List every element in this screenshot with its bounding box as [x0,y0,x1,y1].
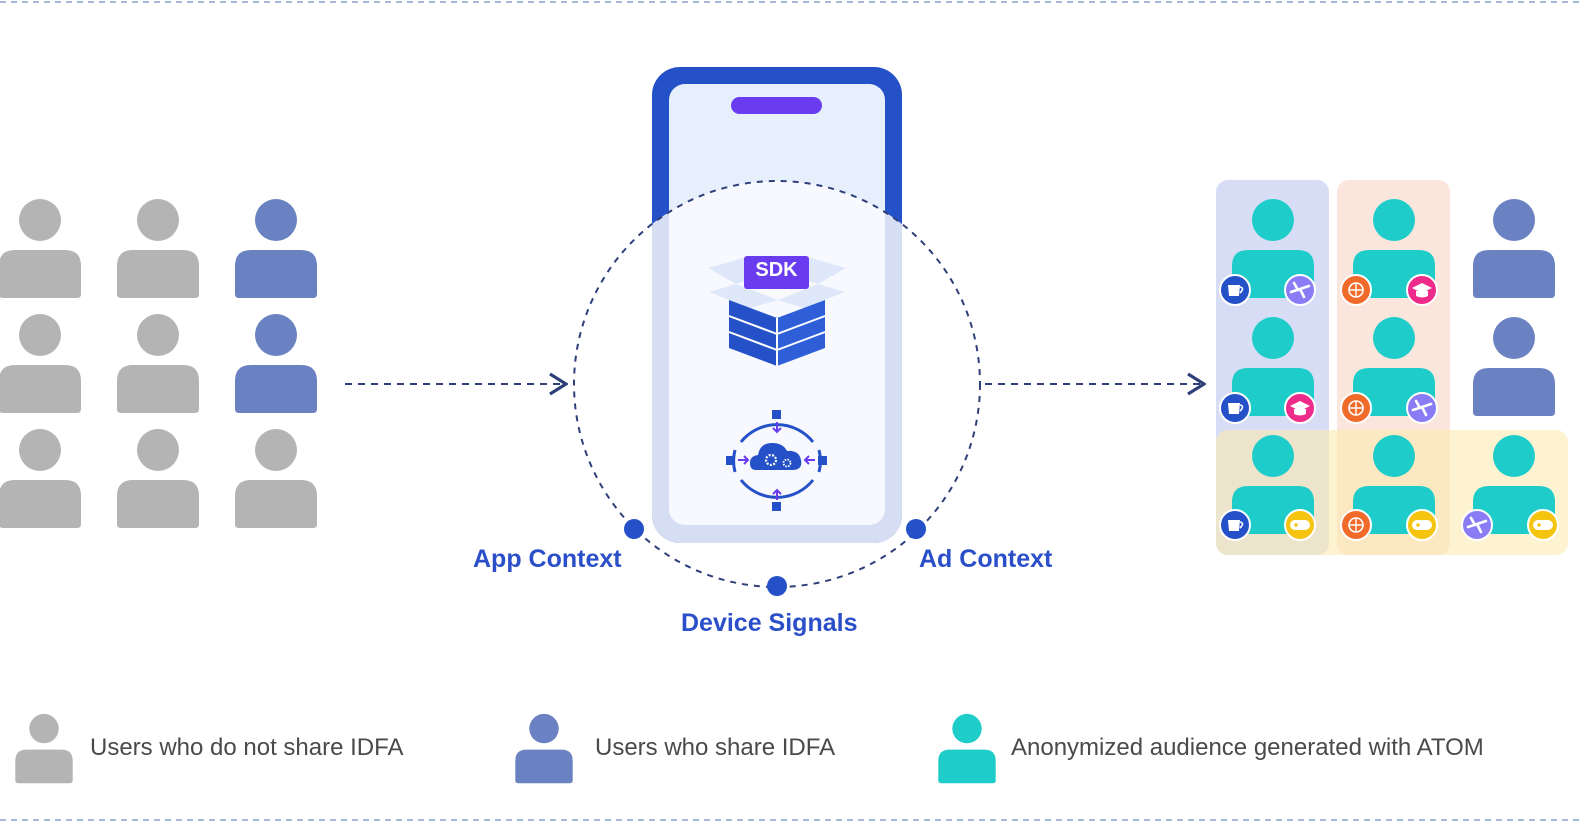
grey-user-icon [235,429,317,528]
graduation-cap-icon [1406,274,1438,306]
coffee-icon [1219,274,1251,306]
sdk-label: SDK [755,259,798,281]
phone-notch [731,97,822,114]
airplane-icon [1406,392,1438,424]
graduation-cap-icon [1284,392,1316,424]
basketball-icon [1340,274,1372,306]
coffee-icon [1219,509,1251,541]
legend-text: Users who share IDFA [595,734,836,761]
blue-user-icon [235,199,317,298]
grey-user-icon [117,429,199,528]
legend-item: Anonymized audience generated with ATOM [920,706,1560,786]
context-circle [573,180,981,588]
blue-user-icon [235,314,317,413]
grey-user-icon [0,199,81,298]
gamepad-icon [1527,509,1559,541]
ad-context-label: Ad Context [919,545,1053,573]
grey-user-icon [0,314,81,413]
legend-item: Users who share IDFA [500,706,900,786]
blue-user-icon [1473,199,1555,298]
grey-user-icon [117,314,199,413]
legend-text: Anonymized audience generated with ATOM [1011,734,1484,761]
left-user-crowd [0,199,317,528]
app-context-label: App Context [473,545,622,573]
airplane-icon [1461,509,1493,541]
grey-user-icon [0,429,81,528]
sdk-box-icon [708,256,846,366]
basketball-icon [1340,392,1372,424]
coffee-icon [1219,392,1251,424]
gamepad-icon [1406,509,1438,541]
legend-item: Users who do not share IDFA [0,706,480,786]
blue-user-icon [1473,317,1555,416]
interest-badges [1219,274,1559,541]
ad-context-node [906,519,926,539]
cloud-processing-icon [726,410,827,511]
legend-text: Users who do not share IDFA [90,734,404,761]
app-context-node [624,519,644,539]
device-signals-label: Device Signals [681,609,858,637]
device-signals-node [767,576,787,596]
grey-user-icon [117,199,199,298]
airplane-icon [1284,274,1316,306]
gamepad-icon [1284,509,1316,541]
basketball-icon [1340,509,1372,541]
